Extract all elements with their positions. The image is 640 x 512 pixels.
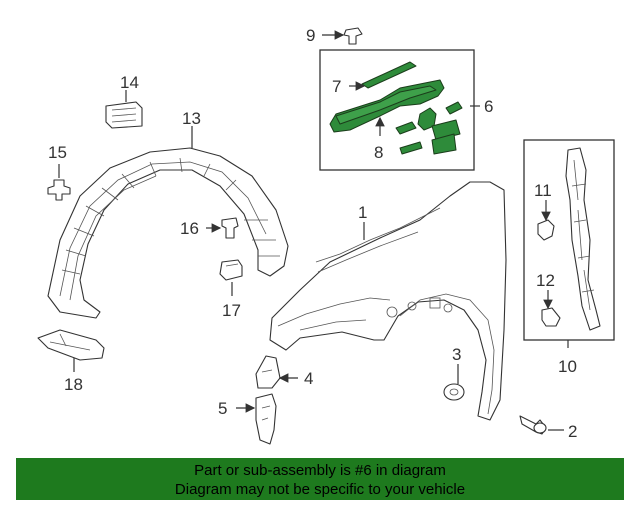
- part-14-bracket[interactable]: [105, 101, 143, 129]
- part-6-bracket[interactable]: [329, 79, 463, 155]
- part-12-clip[interactable]: [541, 307, 561, 327]
- callout-13: 13: [182, 109, 201, 128]
- callout-4: 4: [304, 369, 313, 388]
- part-18-splash-shield[interactable]: [37, 329, 105, 361]
- callout-10: 10: [558, 357, 577, 376]
- callout-7: 7: [332, 77, 341, 96]
- part-16-push-clip[interactable]: [221, 217, 239, 239]
- callout-2: 2: [568, 422, 577, 441]
- part-10-seal[interactable]: [565, 147, 601, 331]
- callout-1: 1: [358, 203, 367, 222]
- callout-18: 18: [64, 375, 83, 394]
- callout-17: 17: [222, 301, 241, 320]
- callout-15: 15: [48, 143, 67, 162]
- part-6-group-box: [319, 49, 475, 171]
- part-15-clip[interactable]: [47, 179, 71, 201]
- part-11-clip[interactable]: [537, 219, 555, 241]
- callout-16: 16: [180, 219, 199, 238]
- part-10-group-box: [523, 139, 615, 341]
- part-17-nut[interactable]: [219, 259, 243, 281]
- banner-line-1: Part or sub-assembly is #6 in diagram: [194, 462, 446, 479]
- part-9-clip[interactable]: [343, 27, 363, 45]
- callout-6: 6: [484, 97, 493, 116]
- callout-11: 11: [534, 181, 552, 200]
- parts-diagram: 9 7 6 8 14 13 15: [37, 26, 615, 445]
- part-5-bracket[interactable]: [255, 393, 277, 445]
- callout-8: 8: [374, 143, 383, 162]
- part-7-bar[interactable]: [361, 61, 417, 89]
- part-1-fender[interactable]: [269, 181, 507, 421]
- part-info-banner: Part or sub-assembly is #6 in diagram Di…: [16, 458, 624, 500]
- part-2-bolt[interactable]: [519, 415, 547, 435]
- part-3-grommet[interactable]: [443, 383, 465, 401]
- callout-3: 3: [452, 345, 461, 364]
- callout-9: 9: [306, 26, 315, 45]
- callout-14: 14: [120, 73, 139, 92]
- part-13-fender-liner[interactable]: [47, 147, 289, 319]
- callout-5: 5: [218, 399, 227, 418]
- part-4-bracket[interactable]: [255, 355, 281, 389]
- banner-line-2: Diagram may not be specific to your vehi…: [174, 481, 466, 498]
- callout-12: 12: [536, 271, 555, 290]
